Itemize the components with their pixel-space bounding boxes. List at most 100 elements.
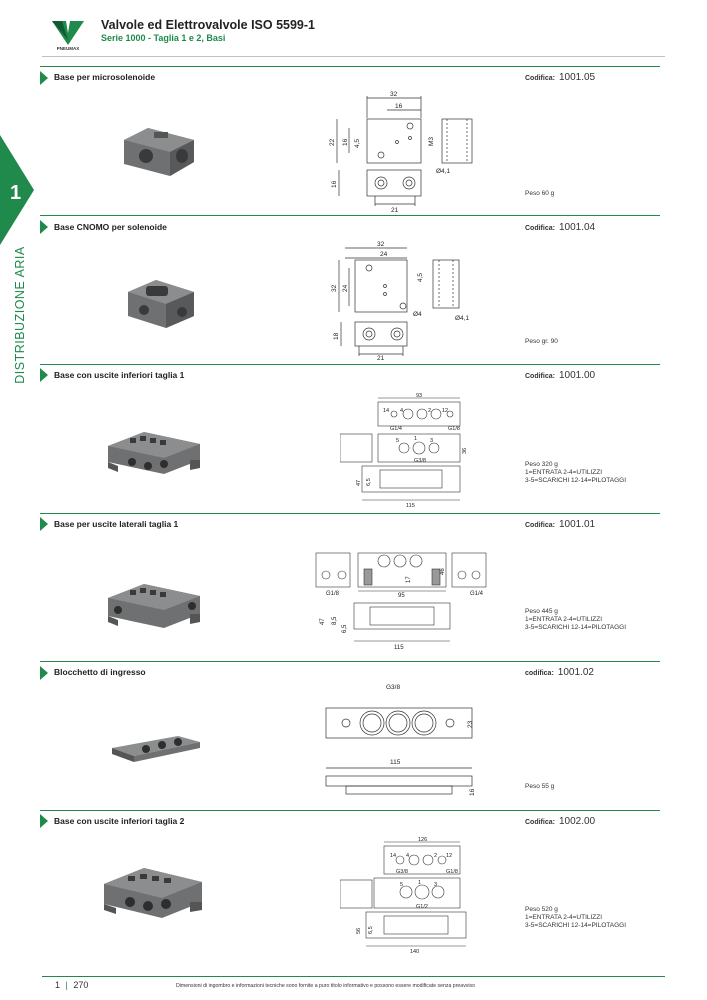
section-rule: [40, 513, 660, 514]
dim-label: G3/8: [386, 684, 400, 691]
dim-label: 14: [383, 408, 389, 414]
logo-text: PNEUMAX: [57, 46, 80, 51]
section-title: Base con uscite inferiori taglia 1: [54, 370, 185, 380]
dim-label: 115: [394, 645, 404, 651]
page-title: Valvole ed Elettrovalvole ISO 5599-1: [101, 18, 315, 32]
page-value: 270: [73, 980, 89, 990]
technical-drawing: 32 24 32 24 4,5 Ø4 Ø4,1 18 21: [331, 241, 469, 362]
dim-label: 16: [331, 180, 338, 188]
dim-label: G1/2: [416, 904, 428, 910]
section-arrow-icon: [40, 220, 48, 234]
product-photo: [108, 432, 200, 474]
product-code: codifica:1001.02: [525, 667, 594, 678]
product-code: Codifica:1001.04: [525, 222, 595, 233]
code-value: 1001.02: [557, 667, 594, 678]
technical-drawing: G3/8 23 115 16: [325, 684, 476, 796]
dim-label: 93: [416, 393, 422, 399]
weight-info: Peso 60 g: [525, 190, 555, 197]
dim-label: G3/8: [414, 458, 426, 464]
dim-label: 126: [418, 837, 427, 843]
dim-label: 16: [342, 138, 349, 146]
dim-label: 5: [400, 882, 403, 888]
dim-label: 1: [418, 880, 421, 886]
dim-label: 36: [462, 448, 468, 454]
dim-label: 17: [406, 576, 412, 583]
chapter-label: DISTRIBUZIONE ARIA: [13, 246, 27, 384]
dim-label: 3: [430, 438, 433, 444]
dim-label: G3/8: [396, 869, 408, 875]
code-value: 1001.04: [558, 222, 596, 233]
header-divider: [42, 56, 665, 57]
weight-info: Peso 520 g 1=ENTRATA 2-4=UTILIZZI 3-5=SC…: [525, 906, 627, 929]
technical-drawing: 126 14 4 2 12 G3/8 G1/8 5 1 3 G1/2 56 6,…: [340, 837, 467, 955]
dim-label: 47: [320, 618, 326, 625]
dim-label: 23: [467, 720, 474, 728]
section-arrow-icon: [40, 517, 48, 531]
dim-label: Ø4,1: [455, 315, 469, 322]
product-photo: [124, 128, 194, 176]
dim-label: G1/4: [390, 426, 402, 432]
page-chapter: 1: [55, 980, 61, 990]
dim-label: 56: [356, 928, 362, 934]
product-photo: [128, 280, 194, 328]
dim-label: 4: [406, 853, 409, 859]
section-title: Blocchetto di ingresso: [54, 667, 146, 677]
dim-label: 18: [333, 332, 340, 340]
page-subtitle: Serie 1000 - Taglia 1 e 2, Basi: [101, 33, 226, 43]
pneumax-logo: PNEUMAX: [48, 18, 88, 52]
product-photo: [112, 736, 200, 762]
dim-label: 21: [391, 207, 399, 214]
weight-info: Peso gr. 90: [525, 338, 558, 345]
dim-label: 24: [380, 251, 388, 258]
section-arrow-icon: [40, 71, 48, 85]
section-arrow-icon: [40, 368, 48, 382]
chapter-number: 1: [10, 182, 21, 204]
dim-label: 46: [440, 568, 446, 575]
section-rule: [40, 810, 660, 811]
dim-label: 1: [414, 436, 417, 442]
dim-label: 22: [329, 138, 336, 146]
page-number: 1 | 270: [55, 980, 88, 990]
section-title: Base per microsolenoide: [54, 72, 156, 82]
section-arrow-icon: [40, 814, 48, 828]
dim-label: 5: [396, 438, 399, 444]
code-value: 1001.05: [558, 72, 596, 83]
section-title: Base per uscite laterali taglia 1: [54, 519, 179, 529]
dim-label: 47: [356, 480, 362, 486]
dim-label: 3: [434, 882, 437, 888]
product-code: Codifica:1001.01: [525, 519, 595, 530]
section-arrow-icon: [40, 666, 48, 680]
dim-label: Ø4,1: [436, 168, 450, 175]
product-code: Codifica:1001.00: [525, 370, 595, 381]
code-label: Codifica:: [525, 522, 555, 529]
dim-label: 6,5: [368, 926, 374, 934]
code-value: 1002.00: [558, 816, 596, 827]
dim-label: 32: [390, 91, 398, 98]
footer-disclaimer: Dimensioni di ingombro e informazioni te…: [176, 983, 476, 989]
section-title: Base CNOMO per solenoide: [54, 222, 167, 232]
code-label: Codifica:: [525, 75, 555, 82]
technical-drawing: G1/8 G1/4 95 17 46 47 8,5 6,5 115: [315, 552, 487, 651]
dim-label: 14: [390, 853, 396, 859]
dim-label: 2: [428, 408, 431, 414]
product-photo: [104, 868, 202, 918]
dim-label: 6,5: [342, 624, 348, 633]
dim-label: 115: [406, 503, 415, 509]
code-label: Codifica:: [525, 819, 555, 826]
dim-label: 32: [331, 284, 338, 292]
dim-label: G1/8: [448, 426, 460, 432]
section-rule: [40, 215, 660, 216]
product-photo: [108, 584, 200, 628]
code-value: 1001.00: [558, 370, 596, 381]
dim-label: 4: [400, 408, 403, 414]
product-code: Codifica:1001.05: [525, 72, 595, 83]
dim-label: 16: [395, 103, 403, 110]
weight-info: Peso 55 g: [525, 783, 555, 790]
chapter-tab: 1: [0, 135, 34, 245]
dim-label: 6,5: [366, 478, 372, 486]
code-value: 1001.01: [558, 519, 596, 530]
section-title: Base con uscite inferiori taglia 2: [54, 816, 185, 826]
technical-drawing: 32 16 22 16 4,5 M3 Ø4,1 16 21: [329, 91, 473, 214]
dim-label: 32: [377, 241, 385, 248]
dim-label: G1/8: [326, 591, 340, 597]
